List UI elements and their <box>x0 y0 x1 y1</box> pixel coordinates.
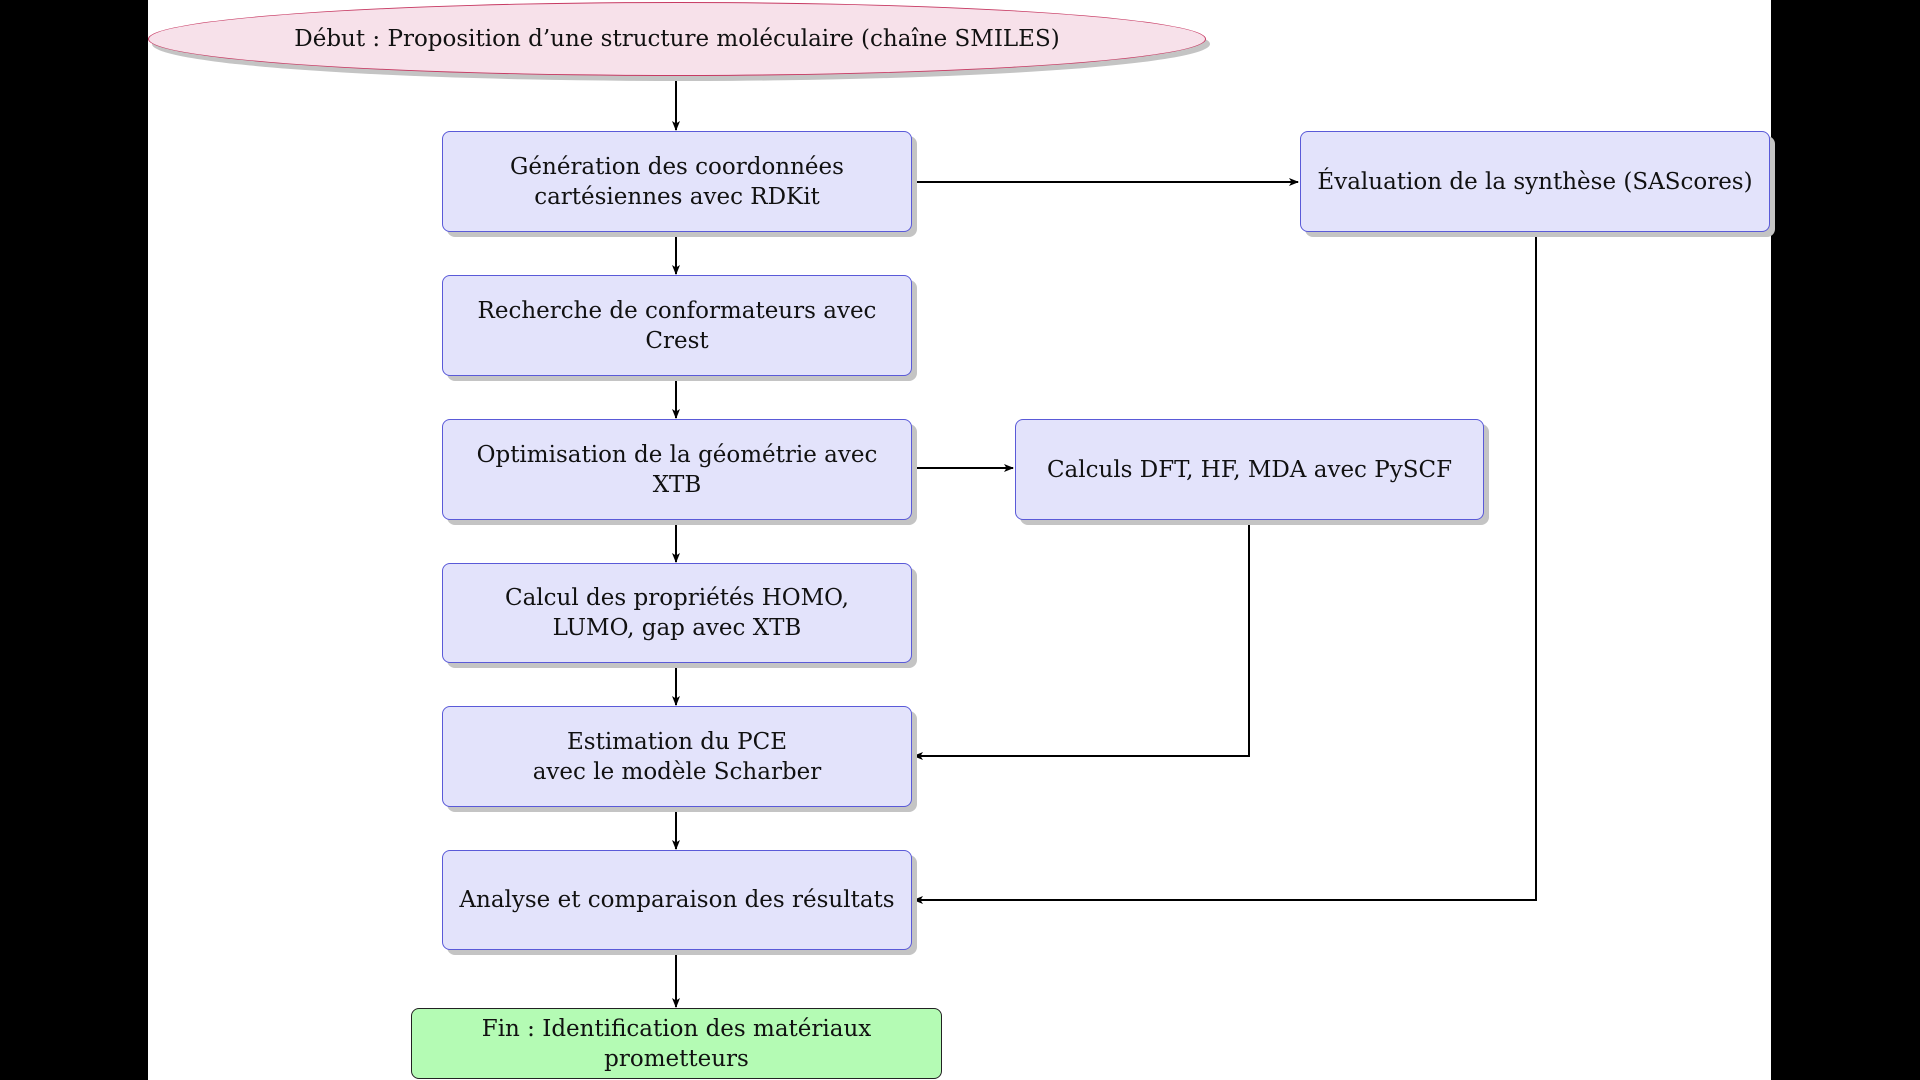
end-node: Fin : Identification des matériaux prome… <box>411 1008 942 1079</box>
sascores-node-label: Évaluation de la synthèse (SAScores) <box>1317 168 1753 195</box>
crest-node: Recherche de conformateurs avec Crest <box>442 275 912 376</box>
crest-node-label: Recherche de conformateurs avec Crest <box>477 297 877 354</box>
start-node: Début : Proposition d’une structure molé… <box>148 2 1206 76</box>
dft-node: Calculs DFT, HF, MDA avec PySCF <box>1015 419 1484 520</box>
generation-node-label: Génération des coordonnées cartésiennes … <box>510 153 844 210</box>
sascores-node: Évaluation de la synthèse (SAScores) <box>1300 131 1770 232</box>
analyse-node: Analyse et comparaison des résultats <box>442 850 912 950</box>
generation-node: Génération des coordonnées cartésiennes … <box>442 131 912 232</box>
optimisation-node: Optimisation de la géométrie avec XTB <box>442 419 912 520</box>
pce-node-label: Estimation du PCE avec le modèle Scharbe… <box>532 728 822 785</box>
pce-node: Estimation du PCE avec le modèle Scharbe… <box>442 706 912 807</box>
homo-node: Calcul des propriétés HOMO, LUMO, gap av… <box>442 563 912 663</box>
start-node-label: Début : Proposition d’une structure molé… <box>294 26 1060 52</box>
homo-node-label: Calcul des propriétés HOMO, LUMO, gap av… <box>505 585 849 641</box>
optimisation-node-label: Optimisation de la géométrie avec XTB <box>476 441 878 498</box>
end-node-label: Fin : Identification des matériaux prome… <box>481 1015 872 1072</box>
analyse-node-label: Analyse et comparaison des résultats <box>459 887 895 913</box>
dft-node-label: Calculs DFT, HF, MDA avec PySCF <box>1046 456 1453 483</box>
